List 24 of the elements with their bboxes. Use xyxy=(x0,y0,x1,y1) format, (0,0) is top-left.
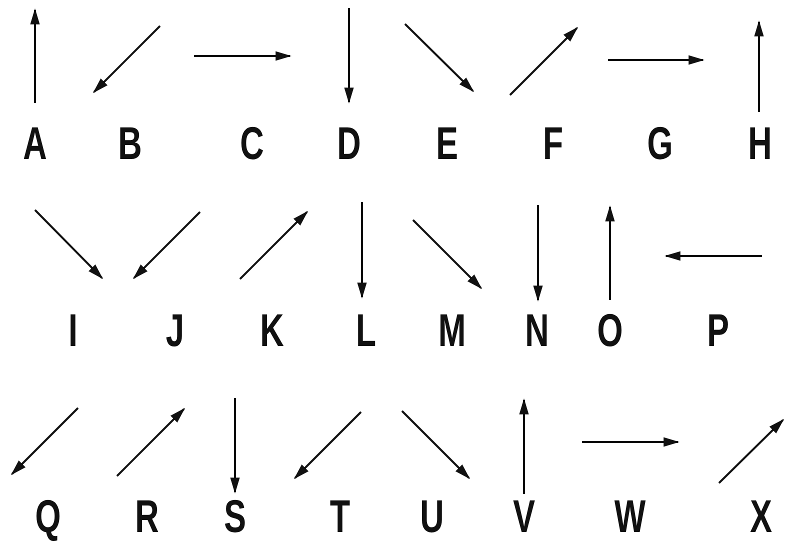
letter-label: H xyxy=(748,120,772,166)
letter-label: M xyxy=(438,307,466,353)
letter-label: N xyxy=(525,307,549,353)
letter-label: A xyxy=(23,120,47,166)
letter-label: G xyxy=(647,120,673,166)
letter-label: B xyxy=(118,120,142,166)
letter-label: R xyxy=(135,493,159,539)
letter-label: O xyxy=(597,307,623,353)
letter-label: D xyxy=(337,120,361,166)
letter-label: V xyxy=(512,493,536,539)
letter-label: K xyxy=(260,307,284,353)
letter-label: I xyxy=(68,307,78,353)
letter-label: T xyxy=(330,493,350,539)
letter-label: S xyxy=(224,493,246,539)
letter-label: F xyxy=(542,120,564,166)
letter-label: J xyxy=(166,307,184,353)
letter-label: Q xyxy=(35,493,61,539)
letter-label: C xyxy=(240,120,264,166)
letter-label: W xyxy=(614,493,646,539)
letter-label: X xyxy=(750,493,772,539)
letter-label: P xyxy=(706,307,730,353)
letter-label: U xyxy=(420,493,444,539)
letter-label: E xyxy=(436,120,458,166)
letter-label: L xyxy=(356,307,376,353)
